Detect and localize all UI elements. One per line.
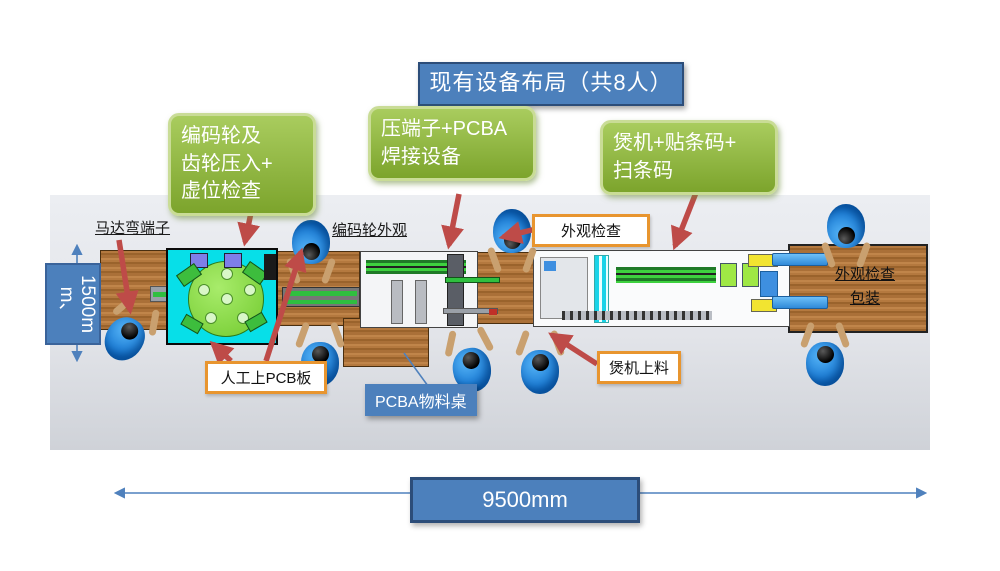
worker-head [303, 243, 320, 260]
packing-label: 包装 [849, 290, 880, 307]
dimension-depth: 1500mm、 [45, 263, 101, 345]
label-motor-bend-terminal: 马达弯端子 [95, 220, 171, 237]
conveyor-belt [285, 291, 357, 296]
worker-arm [549, 329, 566, 357]
worker-arm [148, 309, 160, 337]
dial-hole [244, 284, 256, 296]
worker-body [97, 310, 152, 368]
page-title: 现有设备布局（共8人） [418, 62, 684, 106]
worker-arm [486, 246, 503, 274]
worker-head [532, 354, 549, 371]
terminal-solder-machine [360, 251, 478, 328]
burn-in-machine [533, 250, 790, 327]
tag-manual-pcb-loading: 人工上PCB板 [205, 361, 327, 394]
gantry-column [447, 254, 464, 326]
callout-terminal-pcba: 压端子+PCBA 焊接设备 [368, 106, 536, 182]
packing-table-label: 外观检查 包装 [810, 263, 920, 311]
dial-hole [205, 312, 217, 324]
worker-arm [855, 241, 872, 269]
rotary-press-machine [166, 248, 278, 345]
dimension-depth-text: 1500mm、 [56, 274, 98, 334]
outfeed-slot [772, 296, 828, 309]
worker-icon [512, 329, 568, 400]
worker-head [312, 346, 329, 363]
control-post [264, 254, 276, 280]
dial-hole [198, 284, 210, 296]
worker-head [817, 346, 834, 363]
press-head [224, 253, 242, 268]
worker-arm [476, 325, 495, 352]
worker-icon [283, 214, 339, 285]
layout-viewport: 外观检查 包装 [50, 195, 930, 450]
worker-icon [797, 321, 853, 392]
final-inspection-label: 外观检查 [834, 266, 895, 283]
machine-column [415, 280, 427, 324]
transfer-conveyor [282, 287, 360, 307]
transfer-arm [445, 277, 500, 283]
callout-encoder-gear: 编码轮及 齿轮压入+ 虚位检查 [168, 113, 316, 216]
worker-arm [285, 257, 302, 285]
lift-column [594, 255, 609, 323]
callout-burn-in: 煲机+贴条码+ 扫条码 [600, 120, 778, 196]
label-encoder-wheel-appearance: 编码轮外观 [332, 222, 408, 239]
dimension-length: 9500mm [410, 477, 640, 523]
worker-head [504, 232, 521, 249]
worker-arm [820, 241, 837, 269]
worker-head [838, 227, 855, 244]
linear-rail [366, 260, 466, 274]
tag-appearance-check: 外观检查 [532, 214, 650, 247]
dial-hole [221, 293, 233, 305]
loader-tray [544, 261, 556, 271]
conveyor-belt [285, 300, 357, 304]
tag-pcba-material-table: PCBA物料桌 [365, 384, 477, 416]
worker-arm [444, 330, 457, 358]
slide-bar [443, 308, 498, 315]
tag-burn-in-loading: 煲机上料 [597, 351, 681, 384]
worker-arm [111, 294, 137, 317]
carrier-fixture [720, 263, 737, 287]
worker-icon [818, 198, 874, 269]
slide-bar-tip [489, 309, 497, 315]
slot-row [562, 311, 712, 320]
dial-hole [221, 268, 233, 280]
worker-arm [834, 321, 851, 349]
worker-arm [521, 246, 538, 274]
labeler-unit [760, 271, 778, 297]
burn-in-conveyor [616, 267, 716, 283]
worker-arm [329, 321, 346, 349]
worker-arm [320, 257, 337, 285]
machine-column [391, 280, 403, 324]
